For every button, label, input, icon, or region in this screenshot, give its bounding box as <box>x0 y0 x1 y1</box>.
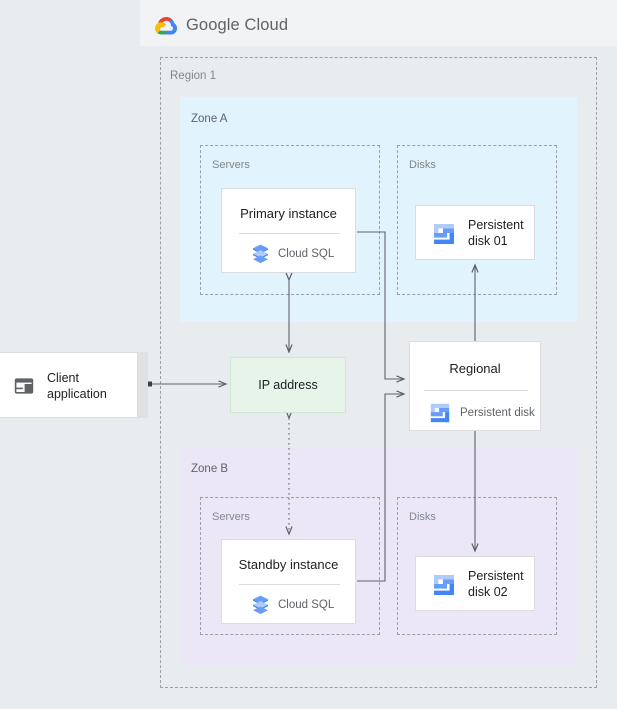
standby-instance-title: Standby instance <box>238 557 339 572</box>
client-application-label: Client application <box>47 370 107 403</box>
zone-a-label: Zone A <box>191 113 228 125</box>
divider <box>424 390 528 391</box>
persistent-disk-icon <box>429 402 451 424</box>
google-cloud-logo-icon <box>154 15 178 35</box>
primary-instance-service-label: Cloud SQL <box>278 247 335 260</box>
divider <box>239 584 340 585</box>
region-label: Region 1 <box>170 70 217 82</box>
zone-b-label: Zone B <box>191 463 229 475</box>
primary-instance-service: Cloud SQL <box>252 244 334 263</box>
region-container <box>160 57 597 688</box>
cloud-sql-icon <box>252 595 269 614</box>
client-application-line1: Client <box>47 371 79 385</box>
cloud-sql-icon <box>252 244 269 263</box>
persistent-disk-02-line1: Persistent <box>468 569 524 583</box>
regional-disk-title: Regional <box>449 361 501 376</box>
client-application-icon <box>14 376 34 396</box>
client-application-card[interactable]: Client application <box>0 352 138 418</box>
header-band <box>140 0 617 46</box>
standby-instance-service: Cloud SQL <box>252 595 334 614</box>
regional-disk-service-label: Persistent disk <box>460 407 535 419</box>
disks-group-zone-a-label: Disks <box>409 159 436 171</box>
primary-instance-title: Primary instance <box>240 206 337 221</box>
persistent-disk-01-line2: disk 01 <box>468 233 508 248</box>
logo-text-google: Google <box>186 15 240 34</box>
primary-instance-card[interactable]: Primary instance Cloud SQL <box>221 188 356 273</box>
servers-group-zone-a-label: Servers <box>212 159 250 171</box>
servers-group-zone-b-label: Servers <box>212 511 250 523</box>
regional-disk-service: Persistent disk <box>429 402 535 424</box>
persistent-disk-icon <box>432 222 456 246</box>
persistent-disk-icon <box>432 573 456 597</box>
standby-instance-card[interactable]: Standby instance Cloud SQL <box>221 539 356 624</box>
persistent-disk-02-line2: disk 02 <box>468 584 508 599</box>
divider <box>239 233 340 234</box>
logo-text: Google Cloud <box>186 16 288 35</box>
client-application-line2: application <box>47 387 107 402</box>
logo-text-cloud: Cloud <box>244 15 289 34</box>
ip-address-label: IP address <box>258 378 318 392</box>
google-cloud-logo: Google Cloud <box>154 13 288 37</box>
regional-disk-card[interactable]: Regional Persistent disk <box>409 341 541 431</box>
persistent-disk-01-line1: Persistent <box>468 218 524 232</box>
disks-group-zone-b-label: Disks <box>409 511 436 523</box>
standby-instance-service-label: Cloud SQL <box>278 598 335 611</box>
disks-group-zone-a: Disks <box>397 145 557 295</box>
client-application-row: Client application <box>14 370 107 403</box>
ip-address-card[interactable]: IP address <box>230 357 346 413</box>
